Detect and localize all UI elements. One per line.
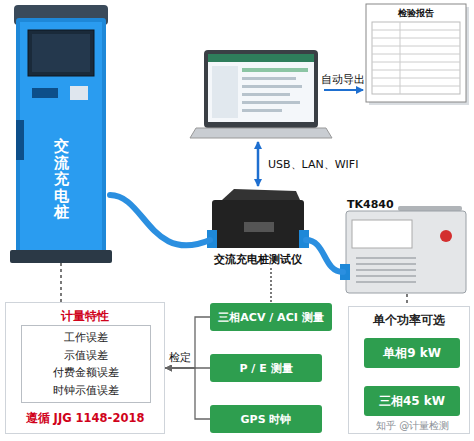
node-text: 三相45 kW <box>379 393 445 410</box>
laptop-figure-part <box>204 50 318 128</box>
node-text: 时钟示值误差 <box>53 383 119 398</box>
laptop-figure-part <box>242 77 296 80</box>
node-text: 工作误差 <box>64 330 108 345</box>
laptop-figure-part <box>190 128 332 138</box>
node-text: 三相ACV / ACI 测量 <box>218 310 323 325</box>
node-text: 示值误差 <box>64 348 108 363</box>
charger-figure-part <box>16 18 106 253</box>
link-arrow <box>258 142 259 186</box>
laptop-figure-part <box>242 85 302 88</box>
charger-figure-part <box>10 250 112 263</box>
watermark: 知乎 @计量检测 <box>376 419 449 433</box>
charger-figure-part <box>32 34 90 72</box>
node-text: 计量特性 <box>61 308 109 325</box>
charger-node: 交流充电桩 <box>12 5 110 263</box>
laptop-figure <box>190 50 332 138</box>
laptop-figure-part <box>212 66 238 118</box>
laptop-figure-part <box>242 93 290 96</box>
node-text: 单相9 kW <box>383 345 441 362</box>
power-box: 单相9 kW <box>364 338 460 368</box>
arrow-head <box>165 365 172 372</box>
annotation: 自动导出 <box>321 73 365 87</box>
tester-figure-part <box>244 222 274 232</box>
node-text: 付费金额误差 <box>53 365 119 380</box>
power-box: 三相45 kW <box>364 386 460 416</box>
tester-node: 交流充电桩测试仪 <box>210 186 306 268</box>
load-figure-part <box>346 211 466 293</box>
feature-panel: 计量特性遵循 JJG 1148-2018 工作误差示值误差付费金额误差时钟示值误差 <box>5 302 165 434</box>
load-figure-part <box>440 230 452 242</box>
node-text: TK4840 <box>347 198 394 211</box>
laptop-figure-part <box>208 54 314 62</box>
node-text: GPS 时钟 <box>241 412 292 427</box>
connector-line <box>165 317 210 368</box>
laptop-figure-part <box>242 109 282 112</box>
connector-line <box>60 263 61 302</box>
cable-line <box>110 195 210 245</box>
report-figure-part <box>372 22 460 94</box>
load-figure <box>340 206 466 293</box>
tester-figure-part <box>222 189 300 200</box>
annotation: USB、LAN、WIFI <box>266 157 360 172</box>
measure-box: GPS 时钟 <box>210 405 322 433</box>
charger-figure-part <box>16 120 24 160</box>
measure-box: P / E 测量 <box>210 354 322 382</box>
edge-label: 检定 <box>169 350 191 365</box>
report-figure-part <box>372 22 460 94</box>
tester-figure <box>207 189 309 248</box>
node-text: P / E 测量 <box>239 361 292 376</box>
node-text: 交流充电桩测试仪 <box>214 252 302 267</box>
charger-figure <box>10 5 112 263</box>
load-figure-part <box>356 258 416 282</box>
connector-line <box>406 294 407 306</box>
connector-line <box>165 368 210 419</box>
node-text: 检验报告 <box>398 7 434 20</box>
charger-figure-part <box>32 88 58 98</box>
node-text: 遵循 JJG 1148-2018 <box>26 411 145 426</box>
link-arrow-part <box>257 142 260 186</box>
cable-line <box>306 240 343 272</box>
node-text: 单个功率可选 <box>373 312 445 329</box>
load-node: TK4840 <box>343 198 471 294</box>
node-text: 交流充电桩 <box>54 138 69 221</box>
laptop-figure-part <box>242 101 300 104</box>
charger-figure-part <box>28 30 94 76</box>
measure-box: 三相ACV / ACI 测量 <box>210 303 332 331</box>
report-figure-part <box>366 4 466 102</box>
power-panel: 单个功率可选单相9 kW 三相45 kW <box>348 306 470 434</box>
tester-figure-part <box>212 200 304 248</box>
laptop-figure-part <box>208 54 314 122</box>
load-figure-part <box>398 206 462 211</box>
export-arrow-part <box>324 89 363 91</box>
export-arrow <box>324 90 363 91</box>
arrow-head <box>165 365 172 372</box>
load-figure-part <box>352 220 412 248</box>
report-sheet: 检验报告 <box>366 4 466 102</box>
charger-figure-part <box>70 86 88 100</box>
feature-list: 工作误差示值误差付费金额误差时钟示值误差 <box>21 325 151 403</box>
charger-figure-part <box>20 22 102 250</box>
arrow-head <box>165 365 172 372</box>
connector-line <box>270 268 271 303</box>
laptop-figure-part <box>242 68 308 72</box>
report-figure <box>366 4 469 105</box>
